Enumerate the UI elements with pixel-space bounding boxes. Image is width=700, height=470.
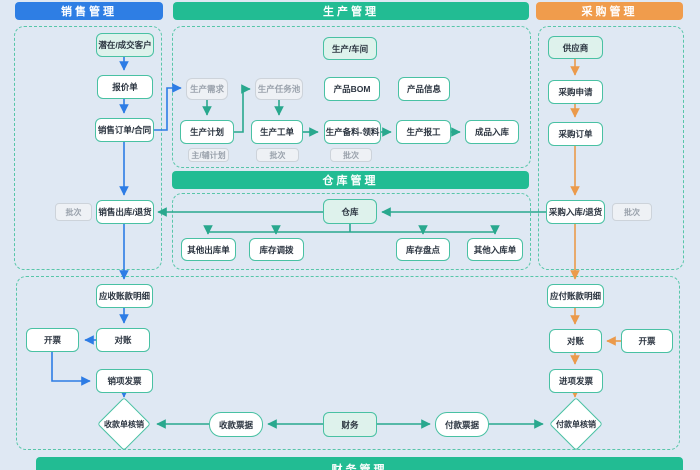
tag-batch-sales: 批次	[55, 203, 92, 221]
tag-main-aux-plan: 主/辅计划	[188, 148, 229, 162]
node-purchase-invoice: 进项发票	[549, 369, 603, 393]
node-reconciliation-left: 对账	[96, 328, 150, 352]
node-production-plan: 生产计划	[180, 120, 234, 144]
node-ar-detail: 应收账款明细	[96, 284, 153, 308]
node-customer: 潜在/成交客户	[96, 33, 154, 57]
zone-warehouse	[172, 193, 531, 270]
receipt-writeoff-label: 收款单核销	[104, 419, 144, 429]
tag-batch-purchase: 批次	[612, 203, 652, 221]
tag-batch-work-order: 批次	[256, 148, 299, 162]
zone-purchase	[538, 26, 684, 270]
node-workshop: 生产/车间	[323, 37, 377, 60]
node-purchase-request: 采购申请	[548, 80, 603, 104]
node-inventory-transfer: 库存调拨	[249, 238, 304, 261]
node-reconciliation-right: 对账	[549, 329, 602, 353]
node-purchase-order: 采购订单	[548, 122, 603, 146]
header-sales: 销售管理	[15, 2, 163, 20]
node-warehouse: 仓库	[323, 199, 377, 224]
node-payment-writeoff: 付款单核销	[548, 397, 604, 451]
node-purchase-inbound: 采购入库/退货	[546, 200, 605, 224]
zone-finance	[16, 276, 680, 450]
node-task-pool: 生产任务池	[255, 78, 303, 100]
node-stocktake: 库存盘点	[396, 238, 450, 261]
node-finished-goods-inbound: 成品入库	[465, 120, 519, 144]
node-product-bom: 产品BOM	[324, 77, 380, 101]
node-product-info: 产品信息	[398, 77, 450, 101]
node-production-reporting: 生产报工	[396, 120, 451, 144]
tag-batch-material: 批次	[330, 148, 372, 162]
zone-sales	[14, 26, 162, 270]
node-other-inbound: 其他入库单	[467, 238, 523, 261]
node-sales-invoice: 销项发票	[96, 369, 153, 393]
header-purchase: 采购管理	[536, 2, 683, 20]
node-finance: 财务	[323, 412, 377, 437]
header-finance: 财务管理	[36, 457, 683, 470]
node-receipt-bill: 收款票据	[209, 412, 263, 437]
node-sales-outbound: 销售出库/退货	[96, 200, 154, 224]
node-ap-detail: 应付账款明细	[547, 284, 604, 308]
node-supplier: 供应商	[548, 36, 603, 59]
node-payment-bill: 付款票据	[435, 412, 489, 437]
payment-writeoff-label: 付款单核销	[556, 419, 596, 429]
node-invoicing-right: 开票	[621, 329, 673, 353]
node-material-prep: 生产备料-领料	[324, 120, 381, 144]
header-warehouse: 仓库管理	[172, 171, 529, 189]
node-production-demand: 生产需求	[186, 78, 228, 100]
node-quotation: 报价单	[97, 75, 153, 99]
node-receipt-writeoff: 收款单核销	[96, 397, 152, 451]
node-sales-order: 销售订单/合同	[95, 118, 154, 142]
node-other-outbound: 其他出库单	[181, 238, 236, 261]
header-production: 生产管理	[173, 2, 529, 20]
node-invoicing-left: 开票	[26, 328, 79, 352]
node-work-order: 生产工单	[251, 120, 303, 144]
